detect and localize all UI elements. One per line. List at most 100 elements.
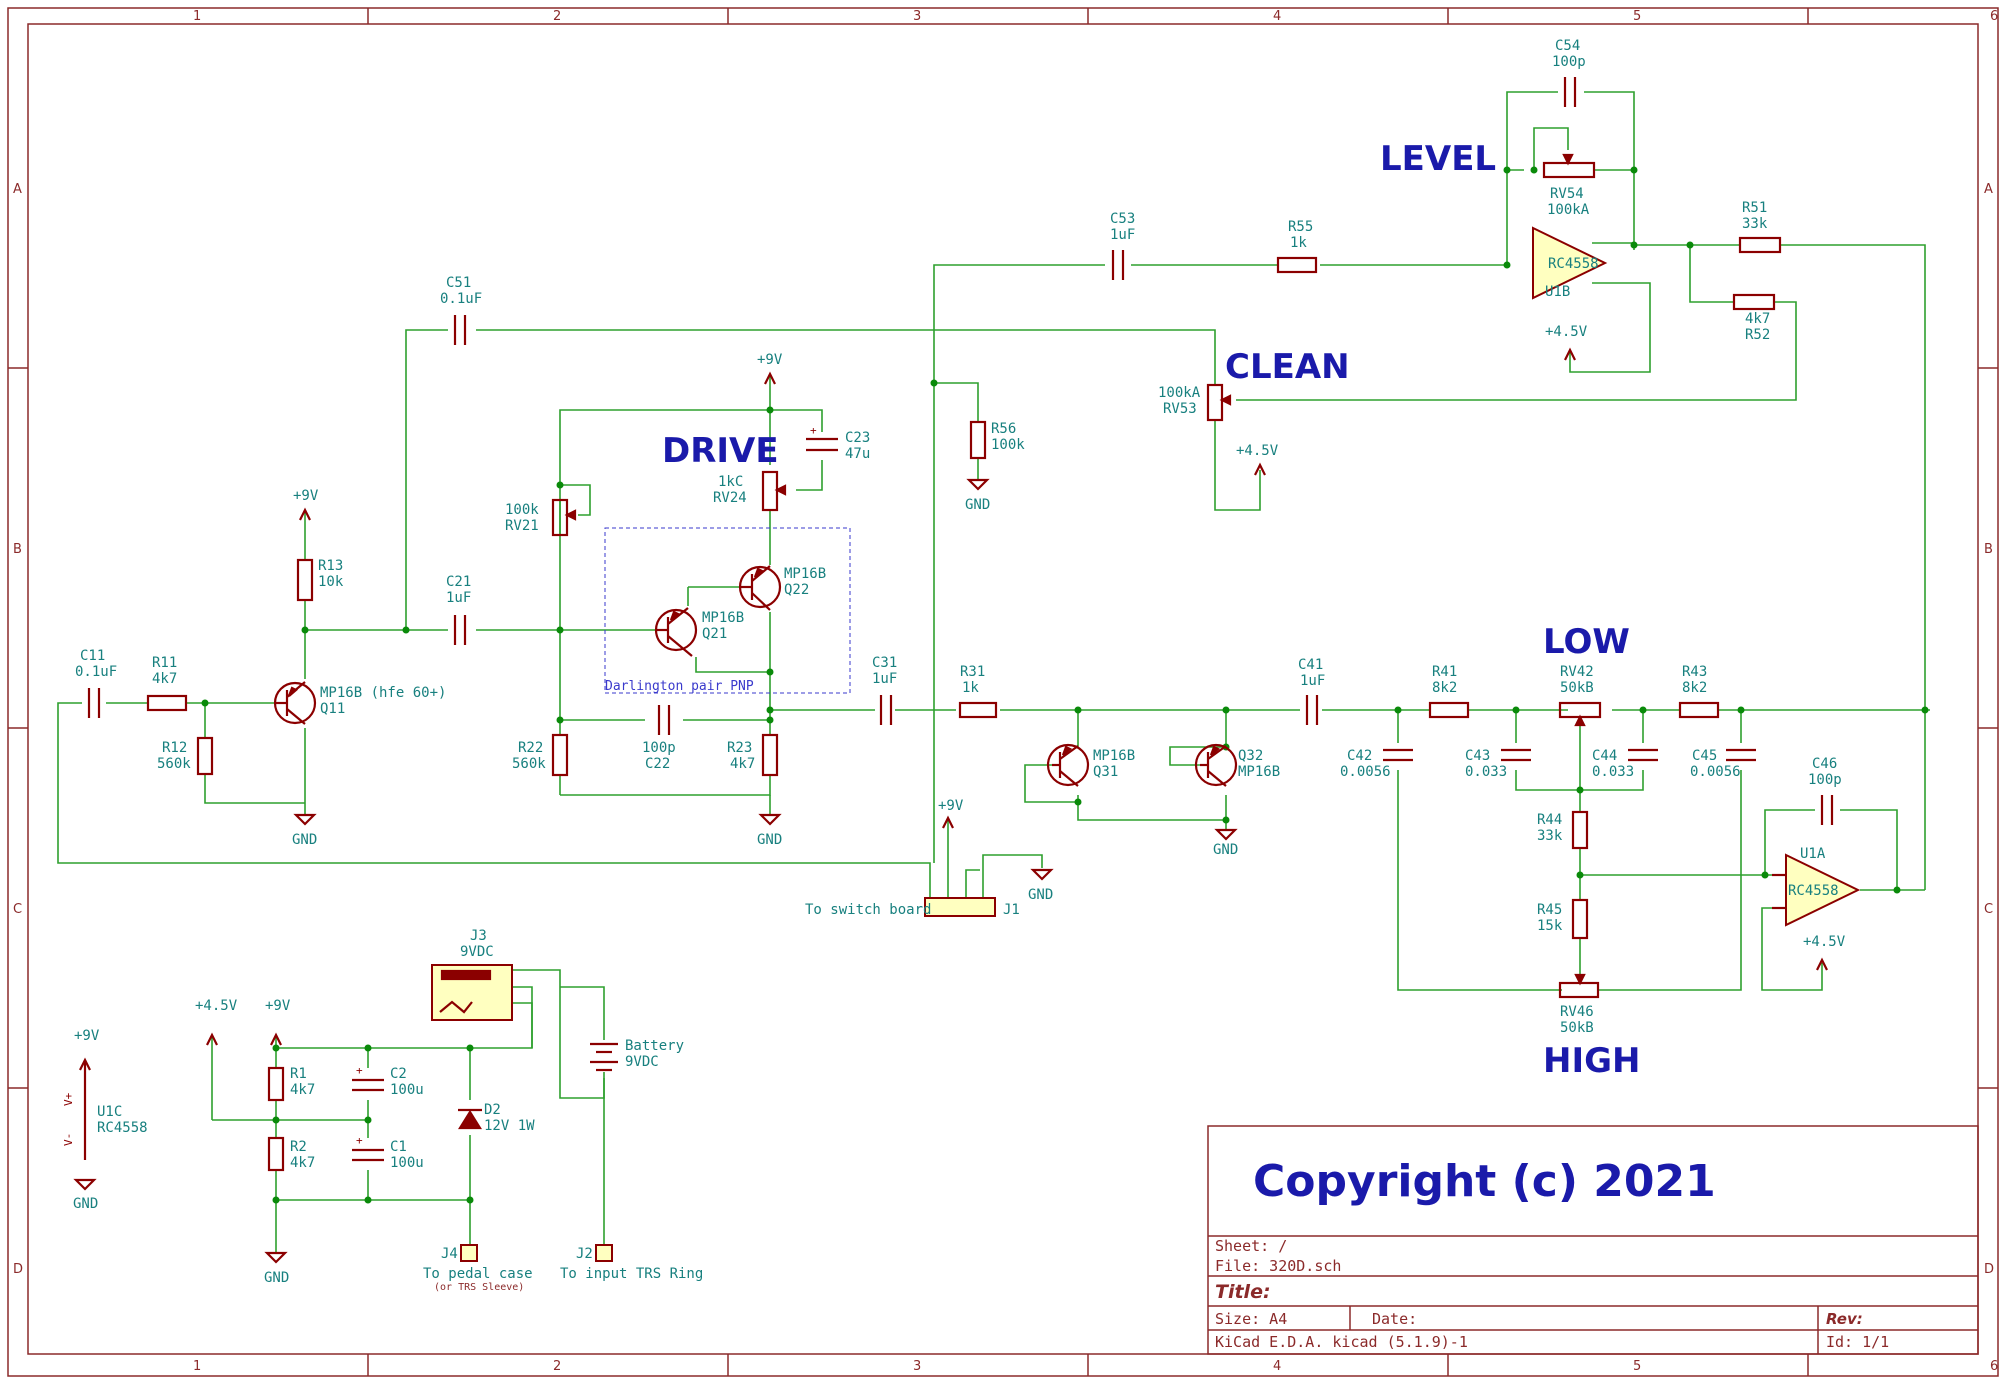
power-4v5-u1a: +4.5V (1803, 934, 1846, 971)
low-label: LOW (1543, 622, 1630, 662)
capacitor-c21: C21 1uF (446, 574, 471, 645)
q11-ref: Q11 (320, 701, 345, 717)
vminus-label: V- (62, 1133, 75, 1146)
junction (1503, 166, 1511, 174)
r11-value: 4k7 (152, 671, 177, 687)
junction (364, 1044, 372, 1052)
r31-ref: R31 (960, 664, 985, 680)
svg-text:+4.5V: +4.5V (195, 998, 238, 1014)
junction (1512, 706, 1520, 714)
diode-d2: D2 12V 1W (458, 1102, 535, 1134)
to-input-trs-ring-label: To input TRS Ring (560, 1266, 703, 1282)
junction (1576, 871, 1584, 879)
zone-col-3: 3 (913, 9, 921, 24)
resistor-r1: R1 4k7 (267, 1066, 315, 1102)
c31-ref: C31 (872, 655, 897, 671)
u1b-ref: U1B (1545, 284, 1570, 300)
r1-value: 4k7 (290, 1082, 315, 1098)
u1a-ref: U1A (1800, 846, 1826, 862)
svg-text:+: + (810, 424, 817, 437)
c45-ref: C45 (1692, 748, 1717, 764)
r2-value: 4k7 (290, 1155, 315, 1171)
junction (364, 1196, 372, 1204)
zone-labels: 1 2 3 4 5 6 1 2 3 4 5 6 A B C D A B C D (13, 9, 1998, 1374)
junction (1074, 706, 1082, 714)
svg-text:+9V: +9V (757, 352, 783, 368)
c54-ref: C54 (1555, 38, 1580, 54)
wires (57, 91, 1930, 1253)
zone-row-c-right: C (1984, 902, 1993, 917)
opamp-u1a: U1A RC4558 (1772, 846, 1861, 927)
c22-value: 100p (642, 740, 676, 756)
gnd-u1c: GND (73, 1178, 98, 1212)
tb-size: Size: A4 (1215, 1310, 1287, 1328)
power-4v5-clean: +4.5V (1236, 443, 1279, 476)
c45-value: 0.0056 (1690, 764, 1741, 780)
tb-file: File: 320D.sch (1215, 1257, 1341, 1275)
c41-value: 1uF (1300, 673, 1325, 689)
capacitor-c23: + C23 47u (806, 424, 870, 462)
junction (466, 1044, 474, 1052)
tb-rev: Rev: (1826, 1310, 1863, 1328)
title-block: Copyright (c) 2021 Sheet: / File: 320D.s… (1207, 1125, 1979, 1355)
c23-value: 47u (845, 446, 870, 462)
tb-title: Title: (1215, 1281, 1271, 1303)
rv42-ref: RV42 (1560, 664, 1594, 680)
resistor-r13: R13 10k (296, 558, 344, 602)
c2-value: 100u (390, 1082, 424, 1098)
power-4v5-u1b: +4.5V (1545, 324, 1588, 361)
junction (1394, 706, 1402, 714)
resistor-r55: R55 1k (1276, 219, 1318, 274)
junction (1639, 706, 1647, 714)
q32-model: MP16B (1238, 764, 1280, 780)
junction (1576, 786, 1584, 794)
capacitor-c1: + C1 100u (352, 1134, 424, 1171)
c31-value: 1uF (872, 671, 897, 687)
zone-col-3-bottom: 3 (913, 1359, 921, 1374)
zone-row-b: B (13, 542, 22, 557)
junction (301, 626, 309, 634)
svg-text:GND: GND (73, 1196, 98, 1212)
junction (466, 1196, 474, 1204)
battery: Battery 9VDC (590, 1038, 684, 1072)
zone-col-6-bottom: 6 (1990, 1359, 1998, 1374)
resistor-r11: R11 4k7 (146, 655, 188, 712)
zone-col-1: 1 (193, 9, 201, 24)
r45-value: 15k (1537, 918, 1563, 934)
battery-value: 9VDC (625, 1054, 659, 1070)
zone-row-d-right: D (1984, 1262, 1994, 1277)
gnd-q11: GND (292, 813, 317, 848)
svg-text:+4.5V: +4.5V (1803, 934, 1846, 950)
svg-text:+9V: +9V (293, 488, 319, 504)
c42-value: 0.0056 (1340, 764, 1391, 780)
r31-value: 1k (962, 680, 979, 696)
level-label: LEVEL (1380, 139, 1496, 179)
junction (1737, 706, 1745, 714)
zone-row-a-right: A (1984, 182, 1993, 197)
junction (766, 716, 774, 724)
c44-value: 0.033 (1592, 764, 1634, 780)
r41-value: 8k2 (1432, 680, 1457, 696)
junction (556, 626, 564, 634)
j2-ref: J2 (576, 1246, 593, 1262)
gnd-q32: GND (1213, 828, 1238, 858)
connector-j1: J1 To switch board (805, 897, 1020, 918)
q11-model: MP16B (hfe 60+) (320, 685, 446, 701)
connector-j4: J4 To pedal case (or TRS Sleeve) (423, 1244, 533, 1293)
r51-value: 33k (1742, 216, 1768, 232)
tb-date: Date: (1372, 1310, 1417, 1328)
darlington-label: Darlington pair PNP (605, 679, 754, 694)
c21-ref: C21 (446, 574, 471, 590)
connector-j3: J3 9VDC (431, 928, 513, 1021)
rv42-value: 50kB (1560, 680, 1594, 696)
r52-ref: R52 (1745, 327, 1770, 343)
vplus-label: V+ (62, 1092, 75, 1106)
c44-ref: C44 (1592, 748, 1617, 764)
potentiometer-rv53: 100kA RV53 (1158, 383, 1232, 422)
c46-ref: C46 (1812, 756, 1837, 772)
c54-value: 100p (1552, 54, 1586, 70)
svg-text:+4.5V: +4.5V (1545, 324, 1588, 340)
resistor-r52: 4k7 R52 (1732, 293, 1776, 343)
r41-ref: R41 (1432, 664, 1457, 680)
c11-value: 0.1uF (75, 664, 117, 680)
